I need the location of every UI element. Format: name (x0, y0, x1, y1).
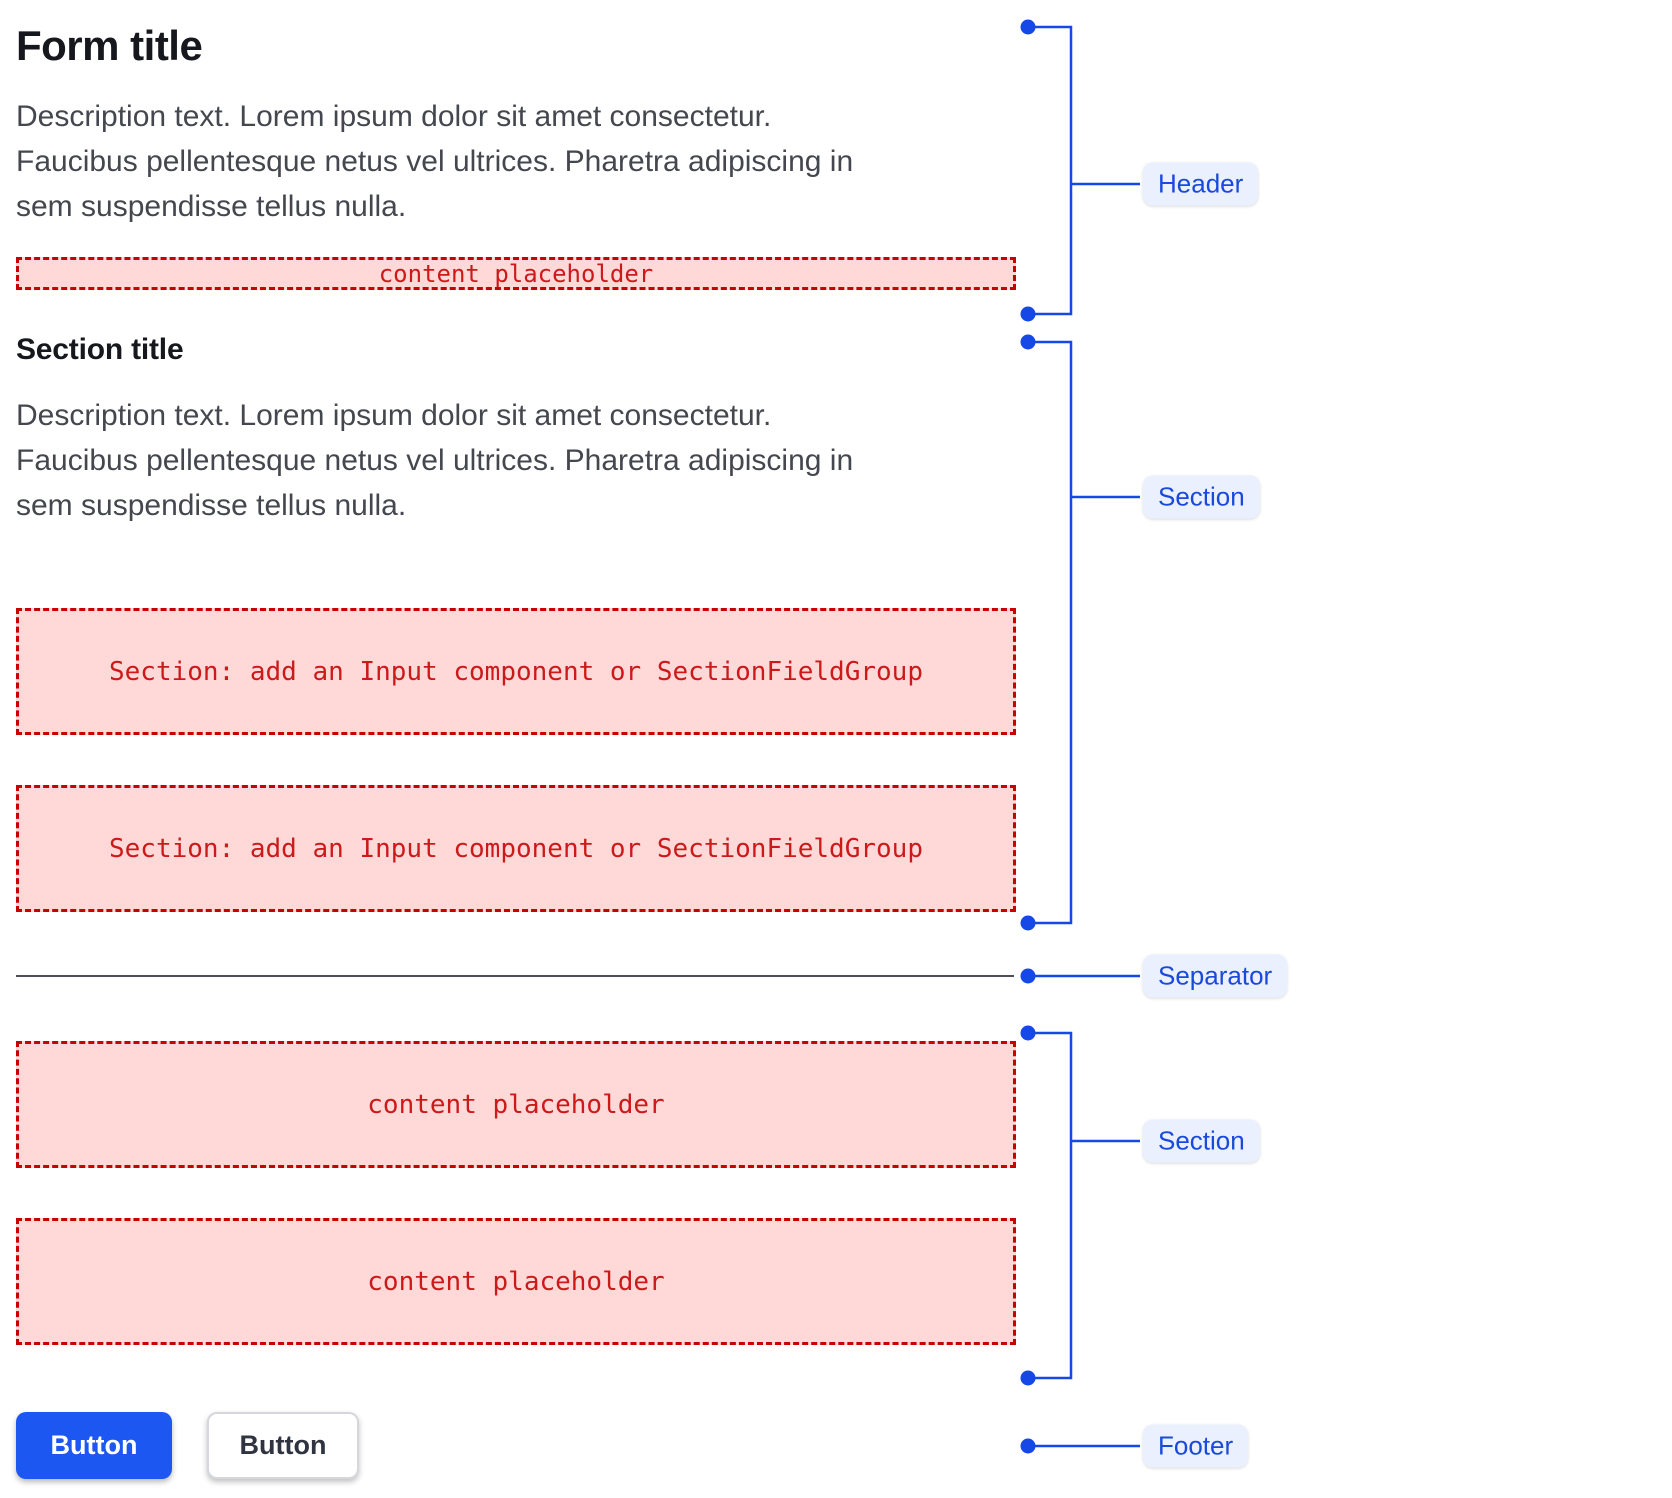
section-content-placeholder: content placeholder (16, 1218, 1016, 1345)
header-content-placeholder: content placeholder (16, 257, 1016, 290)
connector-dot (1020, 19, 1036, 35)
footer-pointer (1020, 1438, 1140, 1454)
section-description-line: sem suspendisse tellus nulla. (16, 489, 407, 522)
section-bracket-bottom (1020, 1025, 1140, 1386)
section-input-placeholder-label: Section: add an Input component or Secti… (109, 656, 923, 687)
section-annotation-badge: Section (1143, 1119, 1260, 1163)
connector-dot (1020, 1025, 1036, 1041)
section-bracket-top (1020, 334, 1140, 931)
header-bracket (1020, 19, 1140, 322)
section-description-line: Faucibus pellentesque netus vel ultrices… (16, 444, 854, 477)
section-description-line: Description text. Lorem ipsum dolor sit … (16, 399, 772, 432)
footer-annotation-badge: Footer (1143, 1424, 1249, 1468)
section-content-placeholder-label: content placeholder (367, 1266, 665, 1297)
section-title: Section title (16, 333, 184, 366)
form-description: Description text. Lorem ipsum dolor sit … (16, 94, 853, 229)
connector-dot (1020, 306, 1036, 322)
connector-dot (1020, 1370, 1036, 1386)
separator-annotation-badge: Separator (1143, 954, 1288, 998)
section-description: Description text. Lorem ipsum dolor sit … (16, 393, 853, 528)
separator-line (16, 975, 1014, 977)
section-input-placeholder: Section: add an Input component or Secti… (16, 608, 1016, 735)
connector-dot (1020, 334, 1036, 350)
secondary-button[interactable]: Button (207, 1412, 359, 1479)
header-content-placeholder-label: content placeholder (378, 259, 654, 288)
form-description-line: Description text. Lorem ipsum dolor sit … (16, 100, 772, 133)
connector-dot (1020, 915, 1036, 931)
section-input-placeholder: Section: add an Input component or Secti… (16, 785, 1016, 912)
section-input-placeholder-label: Section: add an Input component or Secti… (109, 833, 923, 864)
form-description-line: Faucibus pellentesque netus vel ultrices… (16, 145, 854, 178)
section-annotation-badge: Section (1143, 475, 1260, 519)
form-description-line: sem suspendisse tellus nulla. (16, 190, 407, 223)
form-title: Form title (16, 22, 203, 69)
separator-pointer (1020, 968, 1140, 984)
connector-dot (1020, 968, 1036, 984)
header-annotation-badge: Header (1143, 162, 1259, 206)
connector-dot (1020, 1438, 1036, 1454)
primary-button[interactable]: Button (16, 1412, 172, 1479)
section-content-placeholder-label: content placeholder (367, 1089, 665, 1120)
section-content-placeholder: content placeholder (16, 1041, 1016, 1168)
